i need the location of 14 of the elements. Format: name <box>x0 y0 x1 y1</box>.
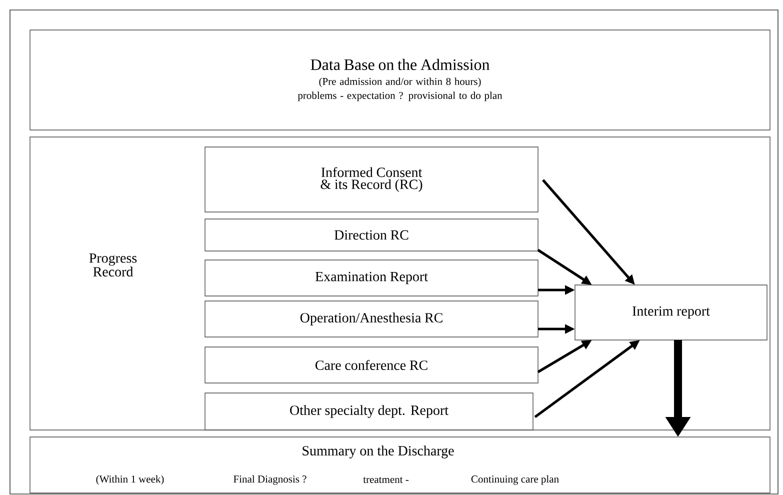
summary-item: Final Diagnosis ? <box>234 475 306 485</box>
record-box: Examination Report <box>204 260 538 296</box>
panel-label: Progress Record <box>89 253 137 277</box>
report-box: Interim report <box>574 284 768 340</box>
record-box: Direction RC <box>204 218 538 252</box>
summary-item: Continuing care plan <box>471 475 559 485</box>
record-box: Other specialty dept. Report <box>204 392 534 430</box>
record-box: Care conference RC <box>204 346 538 384</box>
header-box: Data Base on the Admission (Pre admission and/or within 8 hours) problems - expectation ? provisional to do plan <box>30 30 770 130</box>
summary-item: (Within 1 week) <box>96 475 164 485</box>
record-box: Operation/Anesthesia RC <box>204 300 538 338</box>
summary-item: treatment - <box>363 477 409 484</box>
summary-title: Summary on the Discharge <box>302 446 454 458</box>
record-box: Informed Consent & its Record (RC) <box>204 146 538 212</box>
